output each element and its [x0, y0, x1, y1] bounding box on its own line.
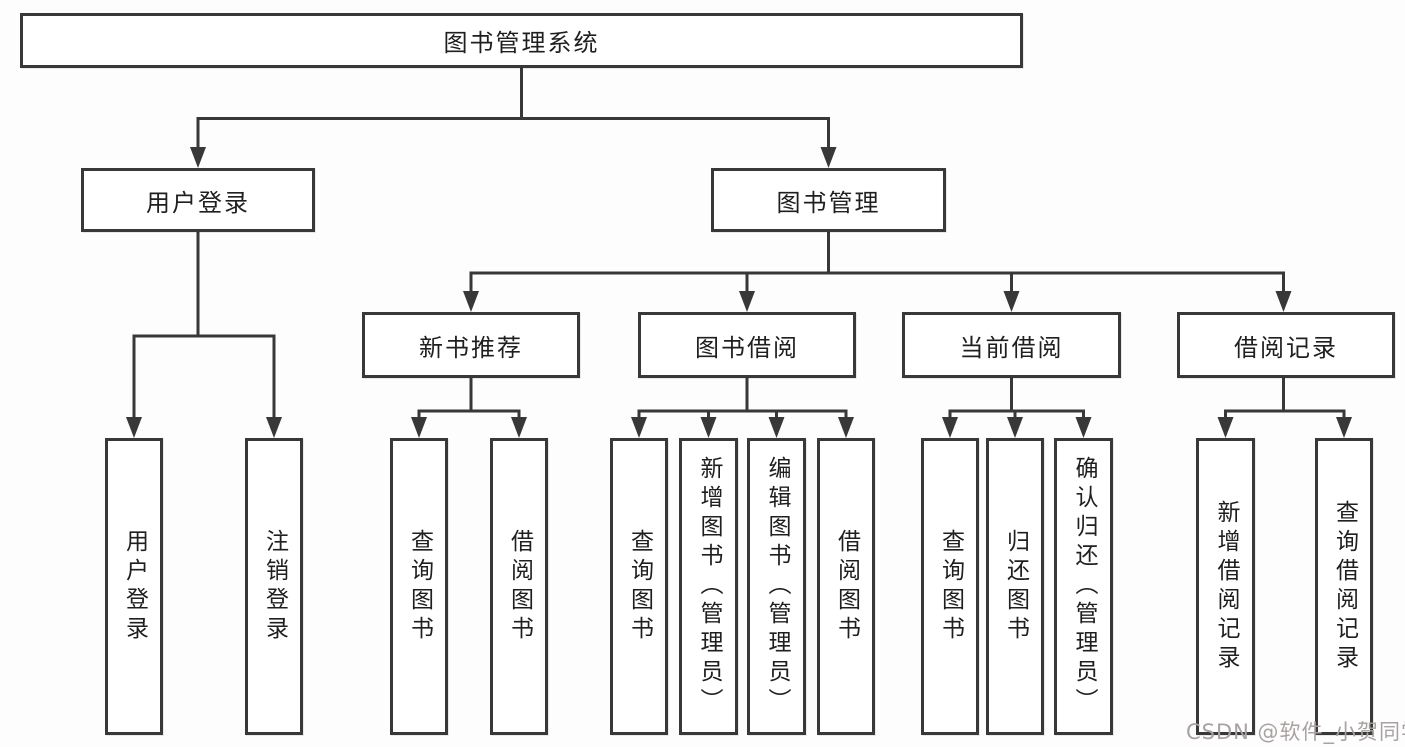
node-label: 图书管理系统: [443, 29, 600, 57]
node-label: 编辑图书（管理员）: [764, 456, 790, 717]
node-label: 确认归还（管理员）: [1071, 456, 1097, 717]
node-leaf-borrow-books: 借阅图书: [817, 438, 875, 735]
node-label: 用户登录: [146, 188, 250, 217]
node-label: 借阅记录: [1234, 333, 1338, 362]
node-leaf-borrow-books-recommend: 借阅图书: [490, 438, 548, 735]
node-library-management-system: 图书管理系统: [20, 13, 1023, 68]
arrowhead-icons: [126, 147, 1352, 438]
node-leaf-logout: 注销登录: [245, 438, 303, 735]
node-leaf-query-books-borrow: 查询图书: [610, 438, 668, 735]
node-leaf-add-borrow-record: 新增借阅记录: [1196, 438, 1255, 735]
node-label: 查询借阅记录: [1331, 499, 1358, 674]
node-leaf-user-login: 用户登录: [105, 438, 163, 735]
node-leaf-return-books: 归还图书: [986, 438, 1044, 735]
node-label: 借阅图书: [506, 528, 533, 645]
node-label: 新增借阅记录: [1213, 499, 1239, 674]
node-label: 归还图书: [1002, 528, 1029, 645]
node-leaf-query-books-current: 查询图书: [921, 438, 979, 735]
csdn-watermark: CSDN @软件_小贺同学: [1186, 720, 1405, 744]
node-label: 查询图书: [626, 528, 653, 645]
node-label: 新增图书（管理员）: [696, 456, 722, 717]
node-new-book-recommend: 新书推荐: [362, 312, 580, 378]
node-label: 图书管理: [776, 188, 881, 217]
node-label: 当前借阅: [959, 333, 1064, 362]
node-label: 注销登录: [261, 528, 288, 645]
node-borrow-record: 借阅记录: [1177, 312, 1395, 378]
node-label: 新书推荐: [419, 333, 523, 362]
node-leaf-add-books-admin: 新增图书（管理员）: [679, 438, 738, 735]
node-leaf-query-borrow-record: 查询借阅记录: [1315, 438, 1373, 735]
node-label: 查询图书: [937, 528, 964, 645]
node-leaf-edit-books-admin: 编辑图书（管理员）: [747, 438, 806, 735]
node-current-borrow: 当前借阅: [902, 312, 1121, 378]
node-user-login: 用户登录: [81, 168, 315, 232]
node-label: 借阅图书: [833, 528, 860, 645]
node-label: 查询图书: [406, 528, 433, 645]
node-leaf-confirm-return-admin: 确认归还（管理员）: [1054, 438, 1113, 735]
node-book-management: 图书管理: [711, 168, 946, 232]
node-label: 用户登录: [121, 528, 148, 645]
node-leaf-query-books-recommend: 查询图书: [390, 438, 448, 735]
node-book-borrow: 图书借阅: [638, 312, 856, 378]
node-label: 图书借阅: [695, 333, 799, 362]
